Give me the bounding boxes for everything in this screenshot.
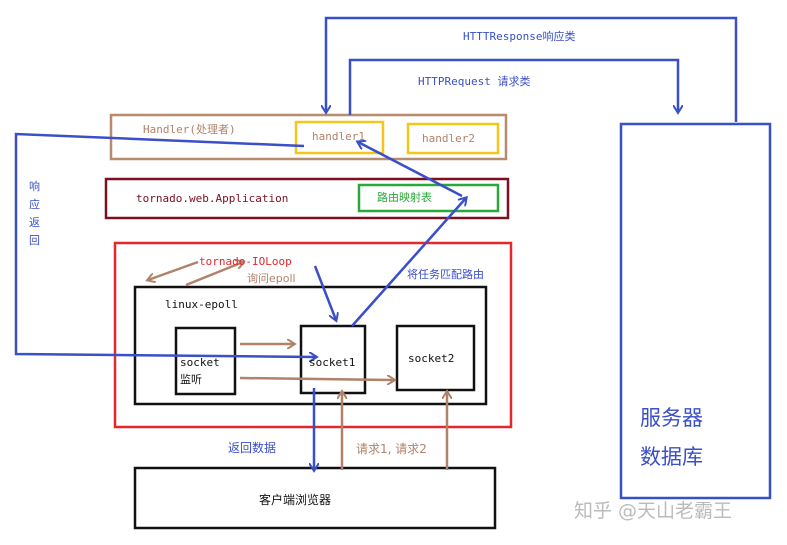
respond-return-arrow — [14, 132, 316, 357]
socket-to-route-arrow — [351, 198, 466, 327]
server-database-label-1: 服务器 — [640, 406, 703, 430]
ioloop-label: tornado-IOLoop — [199, 255, 292, 268]
httprequest-arrow — [348, 58, 678, 115]
ask-epoll-label: 询问epoll — [247, 272, 296, 285]
socket1-label: socket1 — [309, 356, 356, 369]
ioloop-to-socket1-arrow — [313, 265, 336, 320]
client-browser-label: 客户端浏览器 — [259, 493, 332, 507]
httpresponse-label: HTTTResponse响应类 — [463, 30, 576, 43]
route-map-box — [357, 183, 500, 213]
linux-epoll-box — [133, 285, 488, 406]
listen-to-socket2-arrow — [239, 378, 394, 380]
socket1-box — [299, 324, 367, 395]
ioloop-left-arrow — [148, 260, 199, 280]
handler2-box — [406, 122, 500, 155]
socket-listen-label-2: 监听 — [180, 373, 202, 386]
ioloop-right-arrow — [185, 262, 243, 287]
respond-back-label: 响 应 返 回 — [29, 180, 40, 247]
handler1-box — [294, 120, 385, 155]
socket-listen-label-1: socket — [180, 356, 220, 369]
return-data-label: 返回数据 — [228, 441, 277, 455]
linux-epoll-label: linux-epoll — [165, 298, 238, 311]
match-route-label: 将任务匹配路由 — [407, 268, 484, 281]
socket2-label: socket2 — [408, 352, 455, 365]
watermark-text: 知乎 @天山老霸王 — [574, 500, 733, 522]
server-database-box — [619, 122, 772, 500]
requests-label: 请求1, 请求2 — [356, 442, 427, 456]
server-database-label-2: 数据库 — [640, 445, 703, 469]
handler1-label: handler1 — [312, 130, 365, 143]
handler2-label: handler2 — [422, 132, 475, 145]
route-map-label: 路由映射表 — [377, 191, 432, 204]
httpresponse-arrow — [326, 16, 738, 122]
httprequest-label: HTTPRequest 请求类 — [418, 75, 531, 88]
application-box — [104, 177, 510, 220]
socket2-box — [395, 324, 476, 392]
socket-listen-box — [174, 326, 237, 396]
route-to-handler-arrow — [358, 142, 463, 198]
handler-layer-label: Handler(处理者) — [143, 123, 236, 136]
application-label: tornado.web.Application — [136, 192, 289, 205]
